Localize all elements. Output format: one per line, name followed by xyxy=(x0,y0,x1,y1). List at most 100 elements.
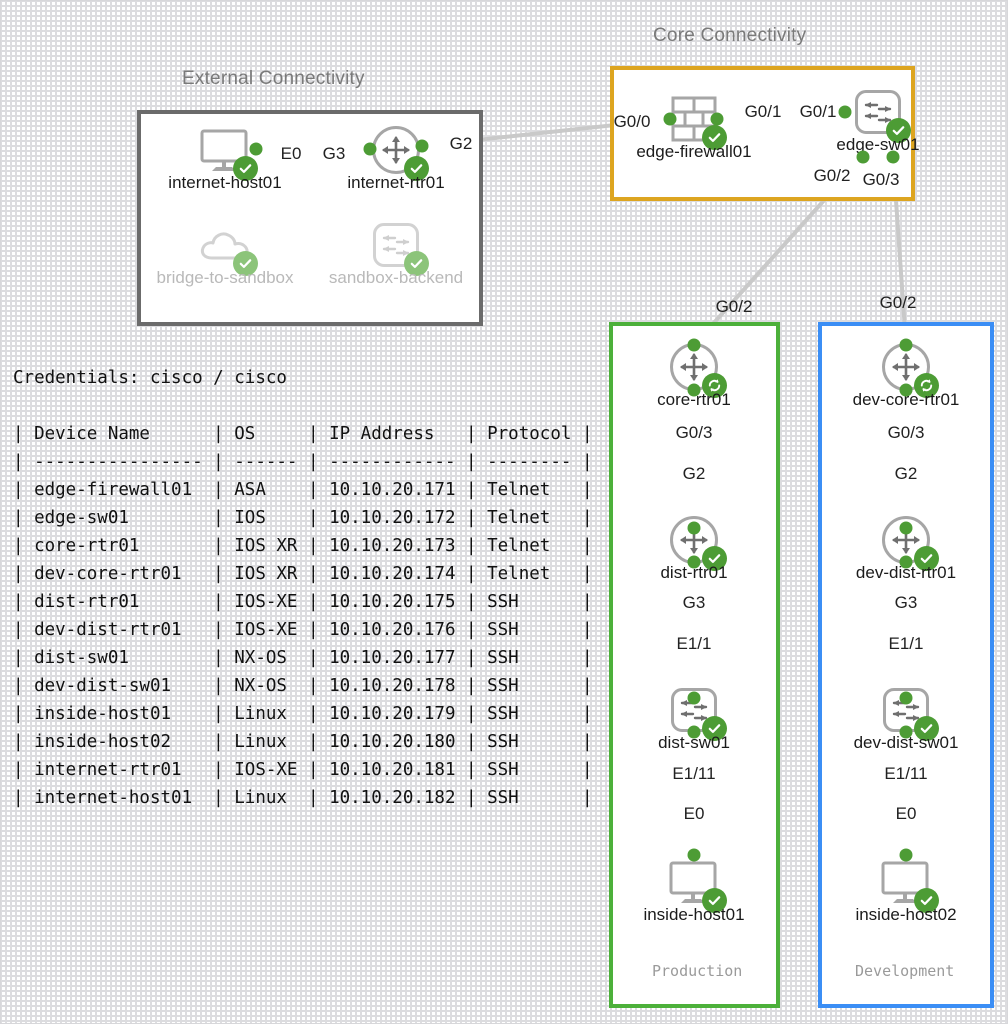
interface-label-rtr01-g3: G3 xyxy=(322,144,346,163)
endpoint-dot xyxy=(687,521,701,535)
endpoint-dot xyxy=(899,725,913,739)
interface-label-core-g02: G0/2 xyxy=(715,297,753,316)
interface-label-dev-sw-e11: E1/1 xyxy=(888,634,924,653)
status-ok-badge xyxy=(702,125,727,150)
node-core-rtr01[interactable]: core-rtr01 xyxy=(657,340,731,409)
endpoint-dot xyxy=(687,691,701,705)
node-label: dev-dist-sw01 xyxy=(853,733,959,752)
node-label: internet-host01 xyxy=(168,173,282,192)
node-label: internet-rtr01 xyxy=(347,173,445,192)
interface-label-dist-g2: G2 xyxy=(682,464,706,483)
status-ok-badge xyxy=(233,156,258,181)
host-icon xyxy=(667,855,727,913)
status-ok-badge xyxy=(914,716,939,741)
interface-label-host-e0: E0 xyxy=(683,804,705,823)
node-inside-host01[interactable]: inside-host01 xyxy=(643,855,745,924)
endpoint-dot xyxy=(899,555,913,569)
interface-label-sw-g03: G0/3 xyxy=(862,170,900,189)
node-label: edge-firewall01 xyxy=(636,142,752,161)
node-edge-firewall01[interactable]: edge-firewall01 xyxy=(636,92,752,161)
endpoint-dot xyxy=(856,150,870,164)
status-ok-badge xyxy=(702,546,727,571)
node-label: edge-sw01 xyxy=(836,135,920,154)
node-label: core-rtr01 xyxy=(657,390,731,409)
interface-label-dev-dist-g3: G3 xyxy=(894,593,918,612)
node-label: inside-host01 xyxy=(643,905,745,924)
endpoint-dot xyxy=(363,142,377,156)
node-internet-host01[interactable]: internet-host01 xyxy=(168,123,282,192)
status-ok-badge xyxy=(233,251,258,276)
endpoint-dot xyxy=(663,112,677,126)
status-sync-badge xyxy=(914,373,939,398)
endpoint-dot xyxy=(687,383,701,397)
router-icon xyxy=(667,340,727,398)
switch-icon xyxy=(369,218,429,276)
endpoint-dot xyxy=(415,139,429,153)
endpoint-dot xyxy=(886,150,900,164)
interface-label-dev-sw-e111: E1/11 xyxy=(884,764,928,783)
node-sandbox-backend[interactable]: sandbox-backend xyxy=(329,218,463,287)
endpoint-dot xyxy=(687,848,701,862)
node-internet-rtr01[interactable]: internet-rtr01 xyxy=(347,123,445,192)
host-icon xyxy=(879,855,939,913)
interface-label-sw-e11: E1/1 xyxy=(676,634,712,653)
node-inside-host02[interactable]: inside-host02 xyxy=(855,855,957,924)
node-edge-sw01[interactable]: edge-sw01 xyxy=(836,85,920,154)
endpoint-dot xyxy=(710,112,724,126)
node-label: dev-core-rtr01 xyxy=(852,390,960,409)
endpoint-dot xyxy=(899,521,913,535)
endpoint-dot xyxy=(687,338,701,352)
router-icon xyxy=(369,123,429,181)
interface-label-dist-g3: G3 xyxy=(682,593,706,612)
interface-label-core-g03: G0/3 xyxy=(675,423,713,442)
node-dist-sw01[interactable]: dist-sw01 xyxy=(658,683,730,752)
node-bridge-to-sandbox[interactable]: bridge-to-sandbox xyxy=(156,218,294,287)
node-label: inside-host02 xyxy=(855,905,957,924)
interface-label-host01-e0: E0 xyxy=(280,144,302,163)
interface-label-dev-dist-g2: G2 xyxy=(894,464,918,483)
node-label: dist-rtr01 xyxy=(660,563,728,582)
status-ok-badge xyxy=(886,118,911,143)
interface-label-sw-g02: G0/2 xyxy=(813,166,851,185)
status-ok-badge xyxy=(404,251,429,276)
inventory-table: | Device Name | OS | IP Address | Protoc… xyxy=(13,424,593,808)
status-ok-badge xyxy=(914,888,939,913)
node-label: bridge-to-sandbox xyxy=(156,268,294,287)
status-sync-badge xyxy=(702,373,727,398)
node-label: dist-sw01 xyxy=(658,733,730,752)
interface-label-dev-host-e0: E0 xyxy=(895,804,917,823)
group-footer-production: Production xyxy=(652,962,743,980)
firewall-icon xyxy=(667,92,727,150)
interface-label-dev-core-g02: G0/2 xyxy=(879,293,917,312)
status-ok-badge xyxy=(404,156,429,181)
node-label: dev-dist-rtr01 xyxy=(855,563,957,582)
switch-icon xyxy=(851,85,911,143)
interface-label-fw-g01: G0/1 xyxy=(744,102,782,121)
interface-label-fw-g00: G0/0 xyxy=(613,112,651,131)
endpoint-dot xyxy=(838,105,852,119)
interface-label-dev-core-g03: G0/3 xyxy=(887,423,925,442)
cloud-icon xyxy=(198,218,258,276)
endpoint-dot xyxy=(687,555,701,569)
status-ok-badge xyxy=(702,888,727,913)
endpoint-dot xyxy=(899,383,913,397)
status-ok-badge xyxy=(702,716,727,741)
group-title-core: Core Connectivity xyxy=(653,25,807,46)
endpoint-dot xyxy=(249,142,263,156)
host-icon xyxy=(198,123,258,181)
endpoint-dot xyxy=(899,691,913,705)
group-footer-development: Development xyxy=(855,962,955,980)
endpoint-dot xyxy=(899,338,913,352)
endpoint-dot xyxy=(899,848,913,862)
group-title-external: External Connectivity xyxy=(182,68,365,89)
switch-icon xyxy=(667,683,727,741)
interface-label-sw-e111: E1/11 xyxy=(672,764,716,783)
credentials-line: Credentials: cisco / cisco xyxy=(13,368,287,388)
interface-label-sw-g01: G0/1 xyxy=(799,102,837,121)
interface-label-rtr01-g2: G2 xyxy=(449,134,473,153)
group-box-external xyxy=(137,110,483,326)
node-label: sandbox-backend xyxy=(328,268,464,287)
endpoint-dot xyxy=(687,725,701,739)
node-dev-dist-sw01[interactable]: dev-dist-sw01 xyxy=(854,683,958,752)
